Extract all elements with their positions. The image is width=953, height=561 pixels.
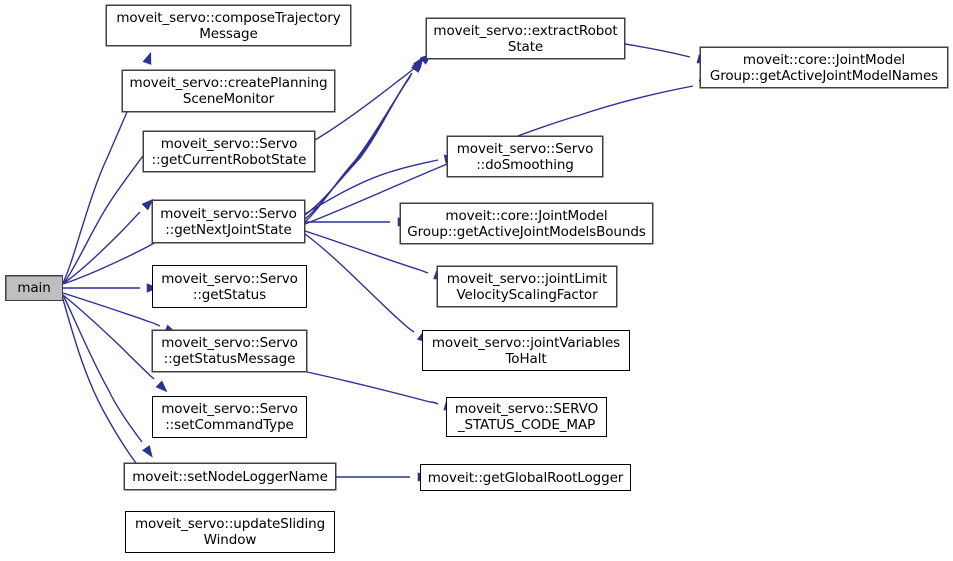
graph-node-createPlanningSceneMonitor[interactable]: moveit_servo::createPlanning SceneMonito… — [122, 70, 335, 112]
graph-node-updateSlidingWindow[interactable]: moveit_servo::updateSliding Window — [125, 511, 335, 553]
arrowhead — [411, 60, 422, 73]
graph-node-setNodeLoggerName[interactable]: moveit::setNodeLoggerName — [124, 463, 336, 490]
edge-setNodeLoggerName-to-getGlobalRootLogger — [336, 472, 430, 482]
graph-node-getActiveJointModelNames[interactable]: moveit::core::JointModel Group::getActiv… — [700, 47, 948, 88]
graph-node-composeTrajectoryMessage[interactable]: moveit_servo::composeTrajectory Message — [106, 5, 351, 46]
arrowhead — [141, 198, 154, 211]
graph-node-getGlobalRootLogger[interactable]: moveit::getGlobalRootLogger — [420, 464, 631, 491]
arrowhead — [142, 51, 152, 65]
arrowhead — [142, 445, 153, 458]
graph-node-getActiveJointModelsBounds[interactable]: moveit::core::JointModel Group::getActiv… — [400, 203, 653, 244]
edge-getStatusMessage-to-SERVO_STATUS_CODE_MAP — [306, 371, 457, 411]
graph-node-getStatus[interactable]: moveit_servo::Servo ::getStatus — [152, 265, 307, 308]
edge-main-to-getCurrentRobotState — [63, 198, 154, 284]
edge-getNextJointState-to-jointVariablesToHalt — [304, 233, 430, 344]
edge-extractRobotState-to-getActiveJointModelNames — [624, 43, 710, 64]
edge-main-to-setNodeLoggerName — [62, 294, 153, 458]
graph-node-main[interactable]: main — [5, 275, 63, 301]
graph-node-getCurrentRobotState[interactable]: moveit_servo::Servo ::getCurrentRobotSta… — [143, 131, 315, 172]
graph-node-extractRobotState[interactable]: moveit_servo::extractRobot State — [426, 18, 625, 59]
edge-main-to-setCommandType — [62, 294, 168, 393]
graph-node-getStatusMessage[interactable]: moveit_servo::Servo ::getStatusMessage — [152, 330, 307, 372]
arrowhead — [155, 380, 168, 393]
graph-node-getNextJointState[interactable]: moveit_servo::Servo ::getNextJointState — [152, 200, 305, 243]
edge-main-to-getStatus — [63, 283, 159, 293]
graph-node-jointVariablesToHalt[interactable]: moveit_servo::jointVariables ToHalt — [422, 330, 630, 371]
graph-node-setCommandType[interactable]: moveit_servo::Servo ::setCommandType — [152, 396, 307, 438]
edge-main-to-updateSlidingWindow — [61, 295, 153, 489]
graph-node-doSmoothing[interactable]: moveit_servo::Servo ::doSmoothing — [447, 136, 603, 177]
graph-node-SERVO_STATUS_CODE_MAP[interactable]: moveit_servo::SERVO _STATUS_CODE_MAP — [446, 397, 607, 437]
graph-node-jointLimitVelocityScalingFactor[interactable]: moveit_servo::jointLimit VelocityScaling… — [437, 266, 617, 307]
edge-getNextJointState-to-getActiveJointModelsBounds — [305, 217, 410, 227]
